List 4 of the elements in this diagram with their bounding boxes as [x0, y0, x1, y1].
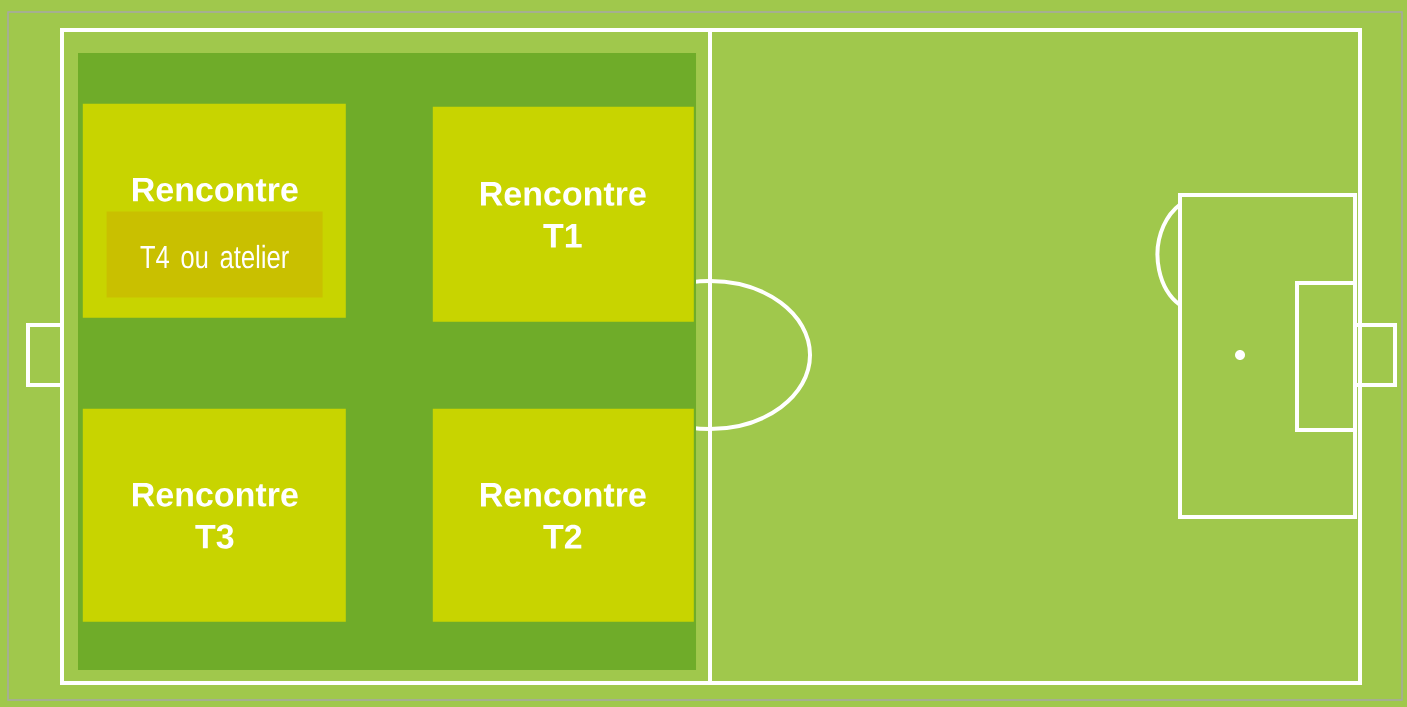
match-zone: Rencontre T1 — [432, 106, 694, 322]
match-zone: Rencontre T3 — [82, 408, 346, 622]
label-box: T4 ou atelier — [106, 211, 323, 298]
match-zone: Rencontre T2 — [432, 408, 694, 622]
